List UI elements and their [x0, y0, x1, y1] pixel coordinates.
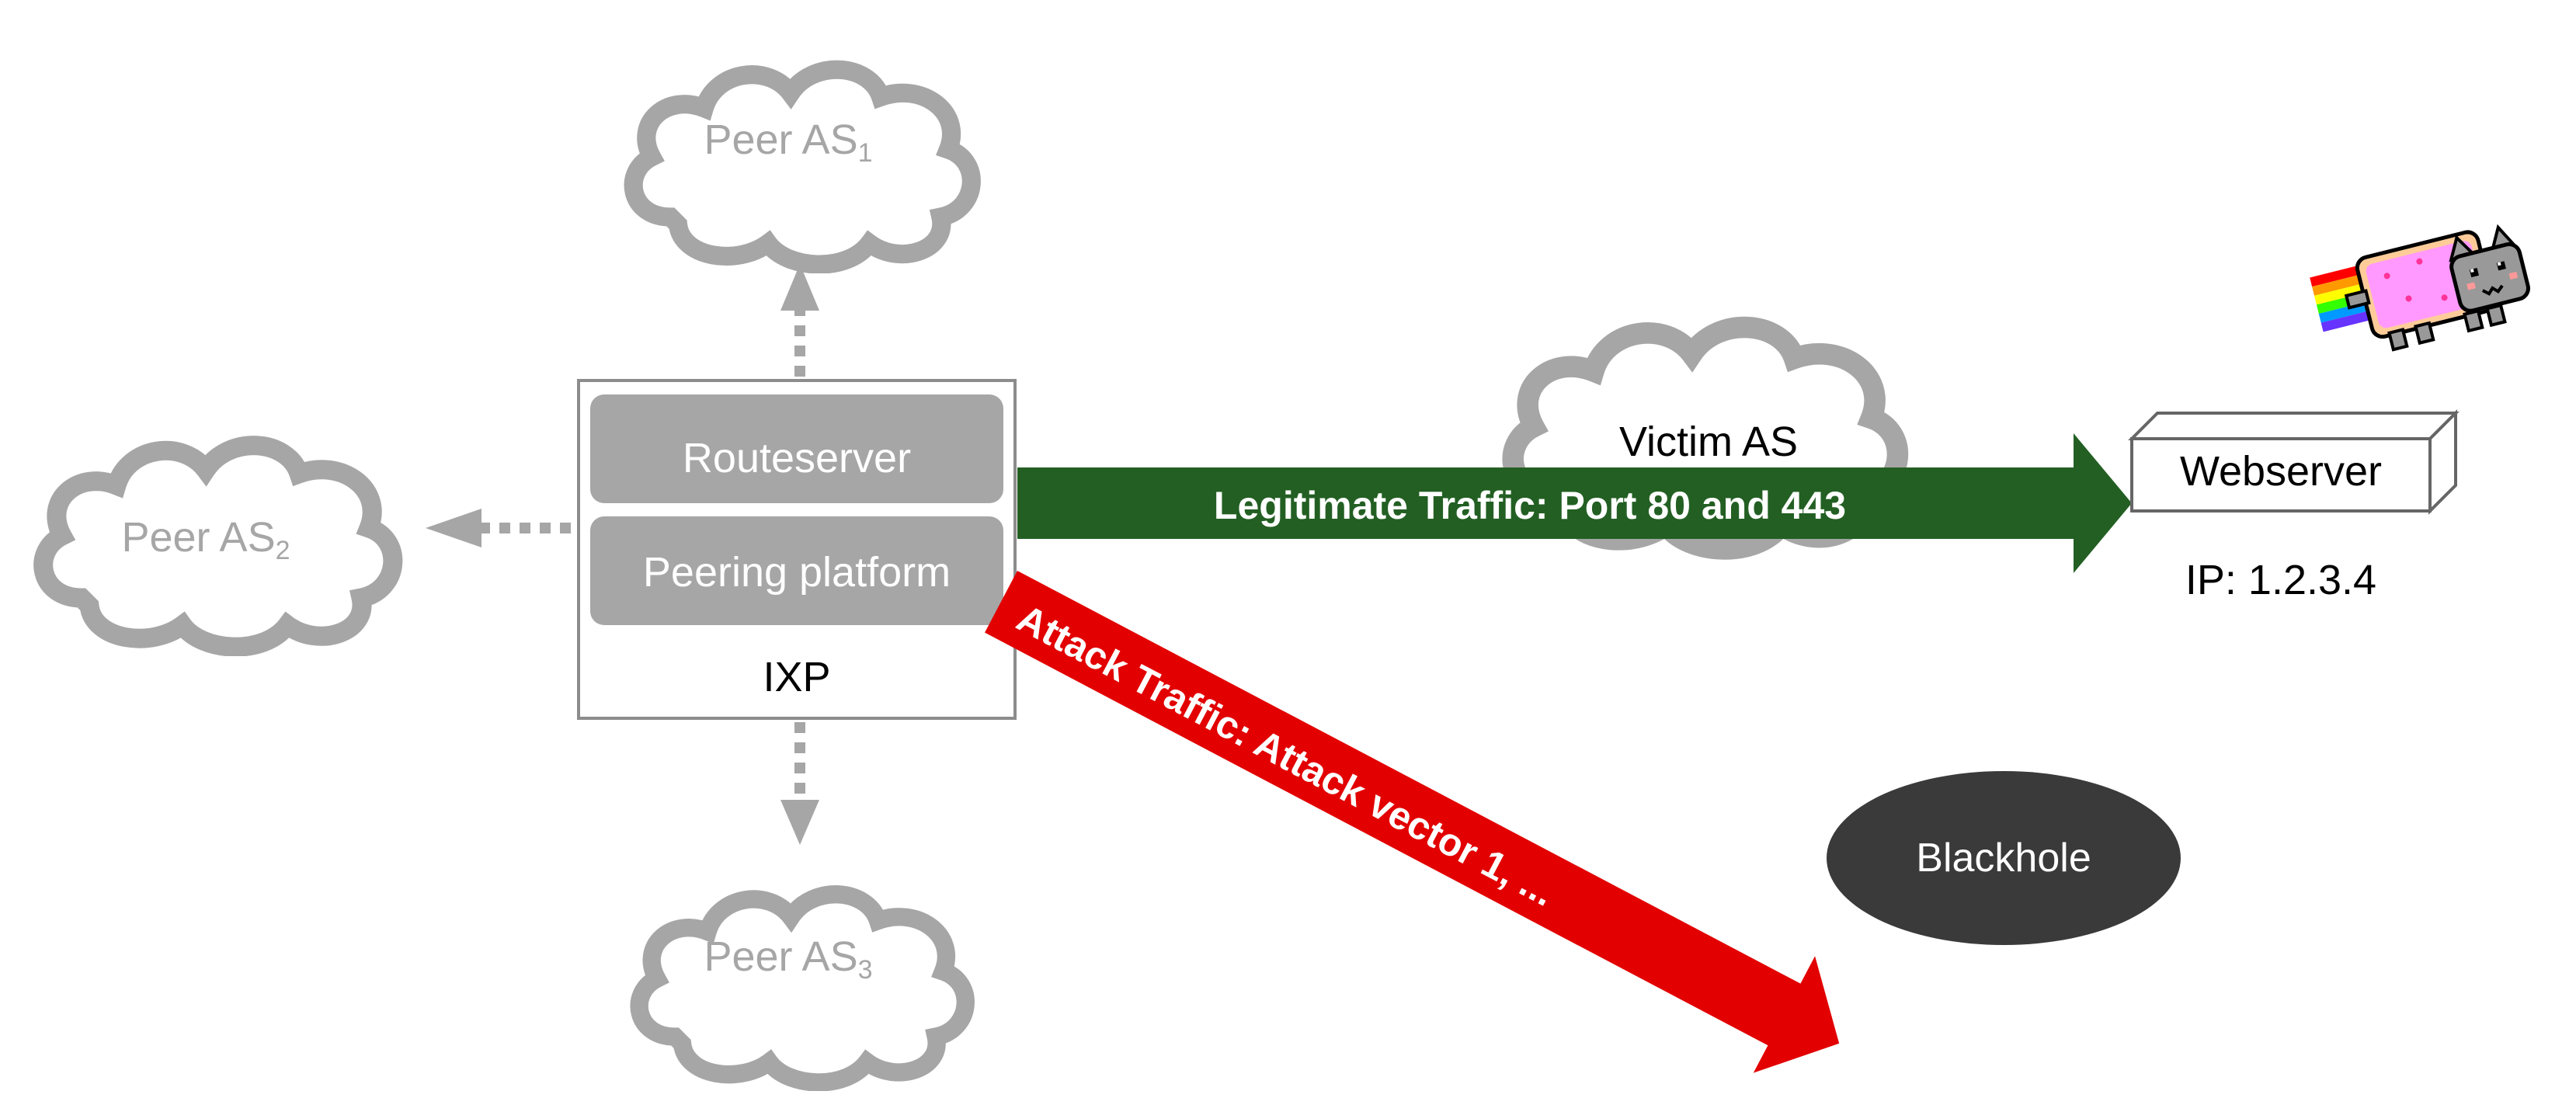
- svg-text:Peer AS3: Peer AS3: [704, 933, 872, 985]
- svg-text:Peer AS2: Peer AS2: [121, 514, 290, 565]
- ixp-box: Routeserver Peering platform IXP: [577, 379, 1017, 720]
- blackhole-node: Blackhole: [1827, 771, 2181, 945]
- peering-platform-label: Peering platform: [643, 549, 951, 596]
- rainbow-cat-icon: [2310, 224, 2530, 352]
- dotted-arrow-down: [780, 722, 819, 845]
- peer-as-2-subscript: 2: [276, 536, 290, 565]
- legitimate-traffic-arrow: Legitimate Traffic: Port 80 and 443: [1017, 433, 2132, 573]
- peering-platform-module: [590, 516, 1003, 625]
- peer-as-3-cloud: Peer AS3: [639, 895, 965, 1082]
- peer-as-2-label: Peer AS: [121, 514, 275, 561]
- blackhole-label: Blackhole: [1916, 836, 2091, 881]
- dotted-arrow-up: [780, 264, 819, 377]
- peer-as-3-subscript: 3: [858, 955, 873, 985]
- peer-as-2-cloud: Peer AS2: [43, 446, 393, 648]
- routeserver-module: [590, 394, 1003, 503]
- attack-traffic-arrow: Attack Traffic: Attack vector 1, ...: [985, 571, 1840, 1073]
- attack-traffic-label: Attack Traffic: Attack vector 1, ...: [1010, 596, 1562, 915]
- victim-as-cloud: Victim AS: [1513, 328, 1897, 549]
- webserver-node: Webserver IP: 1.2.3.4: [2128, 409, 2460, 603]
- svg-text:Peer AS1: Peer AS1: [704, 116, 872, 168]
- routeserver-label: Routeserver: [683, 435, 911, 481]
- ixp-label: IXP: [763, 654, 830, 700]
- victim-as-label: Victim AS: [1619, 419, 1798, 465]
- legitimate-traffic-label: Legitimate Traffic: Port 80 and 443: [1214, 484, 1846, 527]
- webserver-ip-label: IP: 1.2.3.4: [2185, 557, 2376, 603]
- peer-as-1-label: Peer AS: [704, 116, 857, 163]
- webserver-label: Webserver: [2180, 448, 2382, 495]
- dotted-arrow-left: [426, 509, 571, 547]
- peer-as-1-cloud: Peer AS1: [634, 70, 972, 265]
- peer-as-3-label: Peer AS: [704, 933, 857, 980]
- peer-as-1-subscript: 1: [858, 138, 873, 168]
